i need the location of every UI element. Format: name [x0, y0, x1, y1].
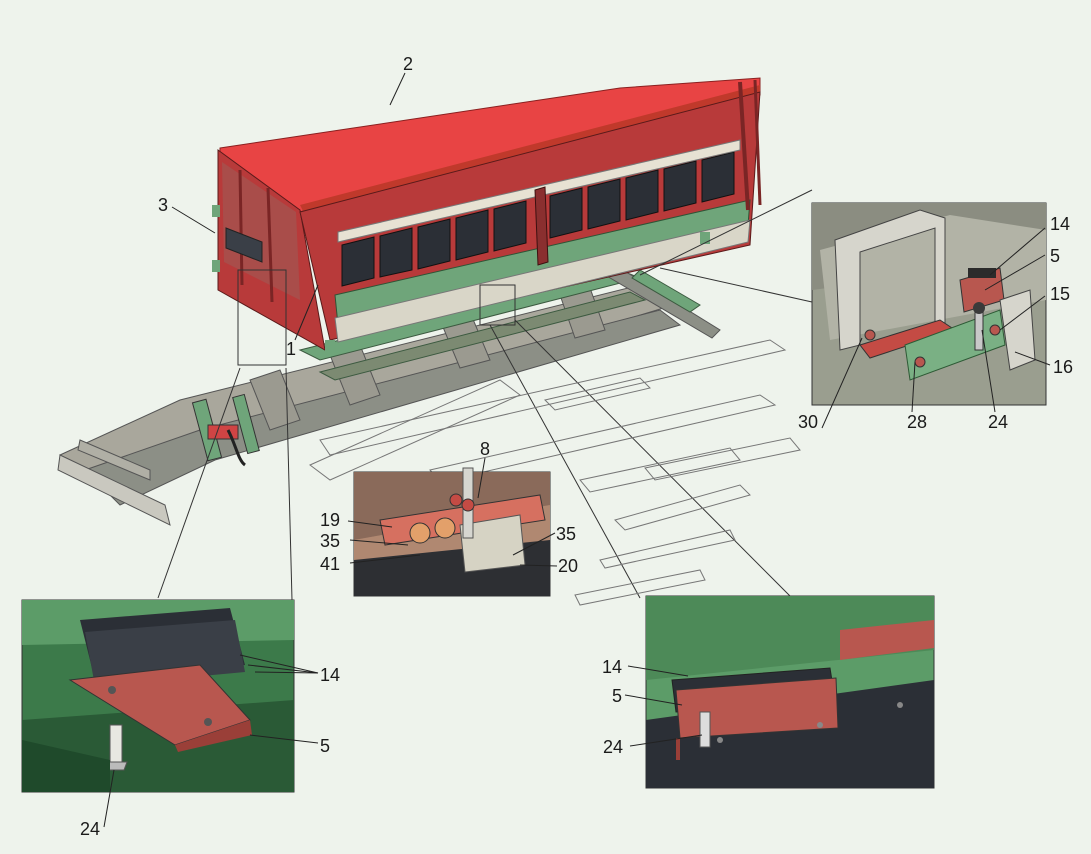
callout-30: 30 [798, 412, 818, 432]
callout-1: 1 [286, 339, 296, 359]
detail-marker-middle [479, 284, 516, 326]
callout-35-right: 35 [556, 524, 576, 544]
callout-16: 16 [1053, 357, 1073, 377]
callout-28: 28 [907, 412, 927, 432]
leader-lines [103, 72, 1051, 828]
callout-24-front: 24 [80, 819, 100, 839]
callout-5-front: 5 [320, 736, 330, 756]
callout-20: 20 [558, 556, 578, 576]
detail-marker-front [237, 269, 287, 366]
callout-14-rear: 14 [602, 657, 622, 677]
ghost-outline-shapes [309, 339, 801, 606]
detail-view-rear-mount [645, 595, 935, 789]
callout-14-front: 14 [320, 665, 340, 685]
callout-2: 2 [403, 54, 413, 74]
callout-24-rear: 24 [603, 737, 623, 757]
detail-view-front-mount [21, 599, 295, 793]
callout-24-bracket: 24 [988, 412, 1008, 432]
detail-view-bracket [811, 202, 1047, 406]
callout-41: 41 [320, 554, 340, 574]
pointer-lines [157, 189, 813, 601]
callout-15: 15 [1050, 284, 1070, 304]
van-body [212, 77, 762, 352]
callout-3: 3 [158, 195, 168, 215]
callout-8: 8 [480, 439, 490, 459]
callout-19: 19 [320, 510, 340, 530]
callout-35-left: 35 [320, 531, 340, 551]
callout-5-rear: 5 [612, 686, 622, 706]
callout-14-bracket: 14 [1050, 214, 1070, 234]
callout-5-bracket: 5 [1050, 246, 1060, 266]
callouts: 2 3 1 8 19 35 41 35 20 14 5 15 16 30 28 … [80, 54, 1073, 839]
detail-view-clamp [353, 467, 551, 597]
side-windows [341, 151, 735, 287]
